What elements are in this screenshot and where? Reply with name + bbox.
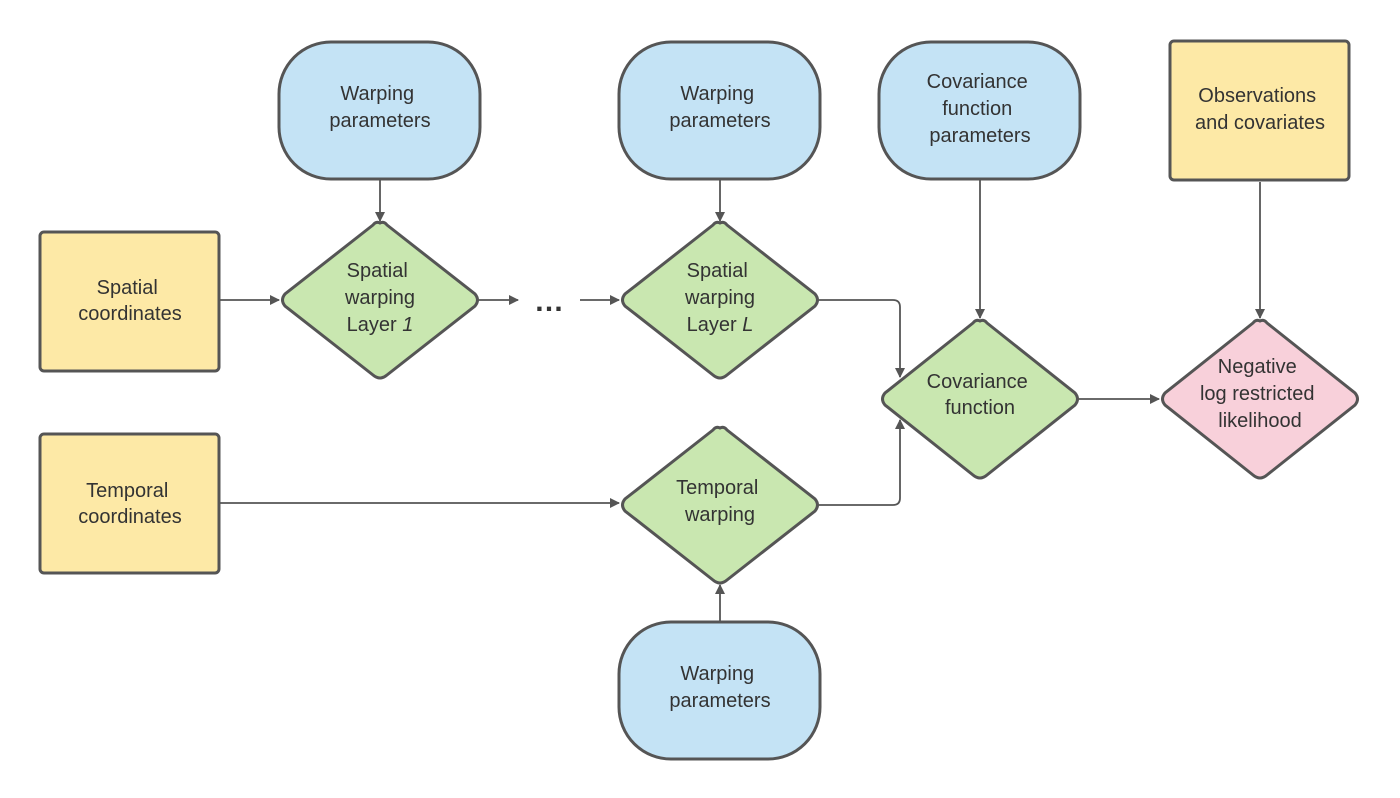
node-label-line: parameters	[669, 110, 770, 132]
node-warping-parameters-temporal: Warping parameters	[617, 620, 822, 761]
node-label-line: Layer 1	[347, 314, 414, 336]
node-label-line: log restricted	[1200, 383, 1315, 405]
ellipsis-more-layers: …	[534, 285, 564, 318]
node-label-line: Temporal	[86, 480, 168, 502]
node-warping-parameters-1: Warping parameters	[277, 40, 482, 181]
node-label-line: Spatial	[687, 260, 748, 282]
node-label-line: parameters	[929, 125, 1030, 147]
node-observations-and-covariates: Observations and covariates	[1168, 39, 1351, 182]
layer-index: L	[742, 314, 753, 336]
node-spatial-warping-layer-1: Spatial warping Layer 1	[281, 220, 479, 380]
node-label-line: Negative	[1218, 356, 1297, 378]
layer-label-text: Layer	[347, 314, 403, 336]
edge-layer-L-to-cov-function	[819, 299, 905, 378]
node-label-line: likelihood	[1218, 410, 1301, 432]
node-negative-log-restricted-likelihood: Negative log restricted likelihood	[1161, 318, 1359, 480]
node-label-line: warping	[684, 287, 755, 309]
svg-text:Negative log restricted: Negative log restricted likelihood	[1200, 356, 1320, 432]
node-label-line: coordinates	[78, 506, 181, 528]
svg-text:Temporal warping: Temporal warping	[676, 477, 764, 526]
node-label-line: Covariance	[927, 371, 1028, 393]
node-spatial-warping-layer-L: Spatial warping Layer L	[621, 220, 819, 380]
svg-text:Spatial warping: Spatial warping	[344, 260, 415, 309]
svg-text:Temporal coordinates: Temporal coordinates	[78, 480, 181, 528]
node-label-line: parameters	[669, 690, 770, 712]
node-label-line: Warping	[340, 83, 414, 105]
node-label-line: coordinates	[78, 303, 181, 325]
svg-text:Warping parameters: Warping parameters	[669, 83, 770, 132]
node-label-line: function	[942, 98, 1012, 120]
node-label-line: function	[945, 397, 1015, 419]
node-temporal-coordinates: Temporal coordinates	[38, 432, 221, 575]
node-warping-parameters-L: Warping parameters	[617, 40, 822, 181]
node-label-line: Spatial	[347, 260, 408, 282]
node-covariance-function-parameters: Covariance function parameters	[877, 40, 1082, 181]
node-label-line: Layer L	[687, 314, 754, 336]
node-label-line: Covariance	[927, 71, 1028, 93]
node-label-line: warping	[684, 504, 755, 526]
svg-text:Warping parameters: Warping parameters	[329, 83, 430, 132]
layer-index: 1	[402, 314, 413, 336]
node-label-line: warping	[344, 287, 415, 309]
svg-text:Warping parameters: Warping parameters	[669, 663, 770, 712]
svg-text:Covariance function: Covariance function	[927, 371, 1034, 419]
node-label-line: Spatial	[97, 277, 158, 299]
node-label-line: Observations	[1198, 85, 1316, 107]
edge-temporal-warping-to-cov-function	[819, 419, 905, 506]
svg-text:Spatial warping: Spatial warping	[684, 260, 755, 309]
svg-text:Observations and covaria: Observations and covariates	[1195, 85, 1325, 134]
node-label-line: Temporal	[676, 477, 758, 499]
node-temporal-warping: Temporal warping	[621, 425, 819, 585]
svg-text:Covariance function: Covariance function parameters	[927, 71, 1034, 147]
node-label-line: Warping	[680, 663, 754, 685]
node-spatial-coordinates: Spatial coordinates	[38, 230, 221, 373]
edges	[220, 180, 1265, 621]
layer-label-text: Layer	[687, 314, 743, 336]
node-label-line: Warping	[680, 83, 754, 105]
node-covariance-function: Covariance function	[881, 318, 1079, 480]
node-label-line: and covariates	[1195, 112, 1325, 134]
node-label-line: parameters	[329, 110, 430, 132]
svg-text:Spatial coordinates: Spatial coordinates	[78, 277, 181, 325]
